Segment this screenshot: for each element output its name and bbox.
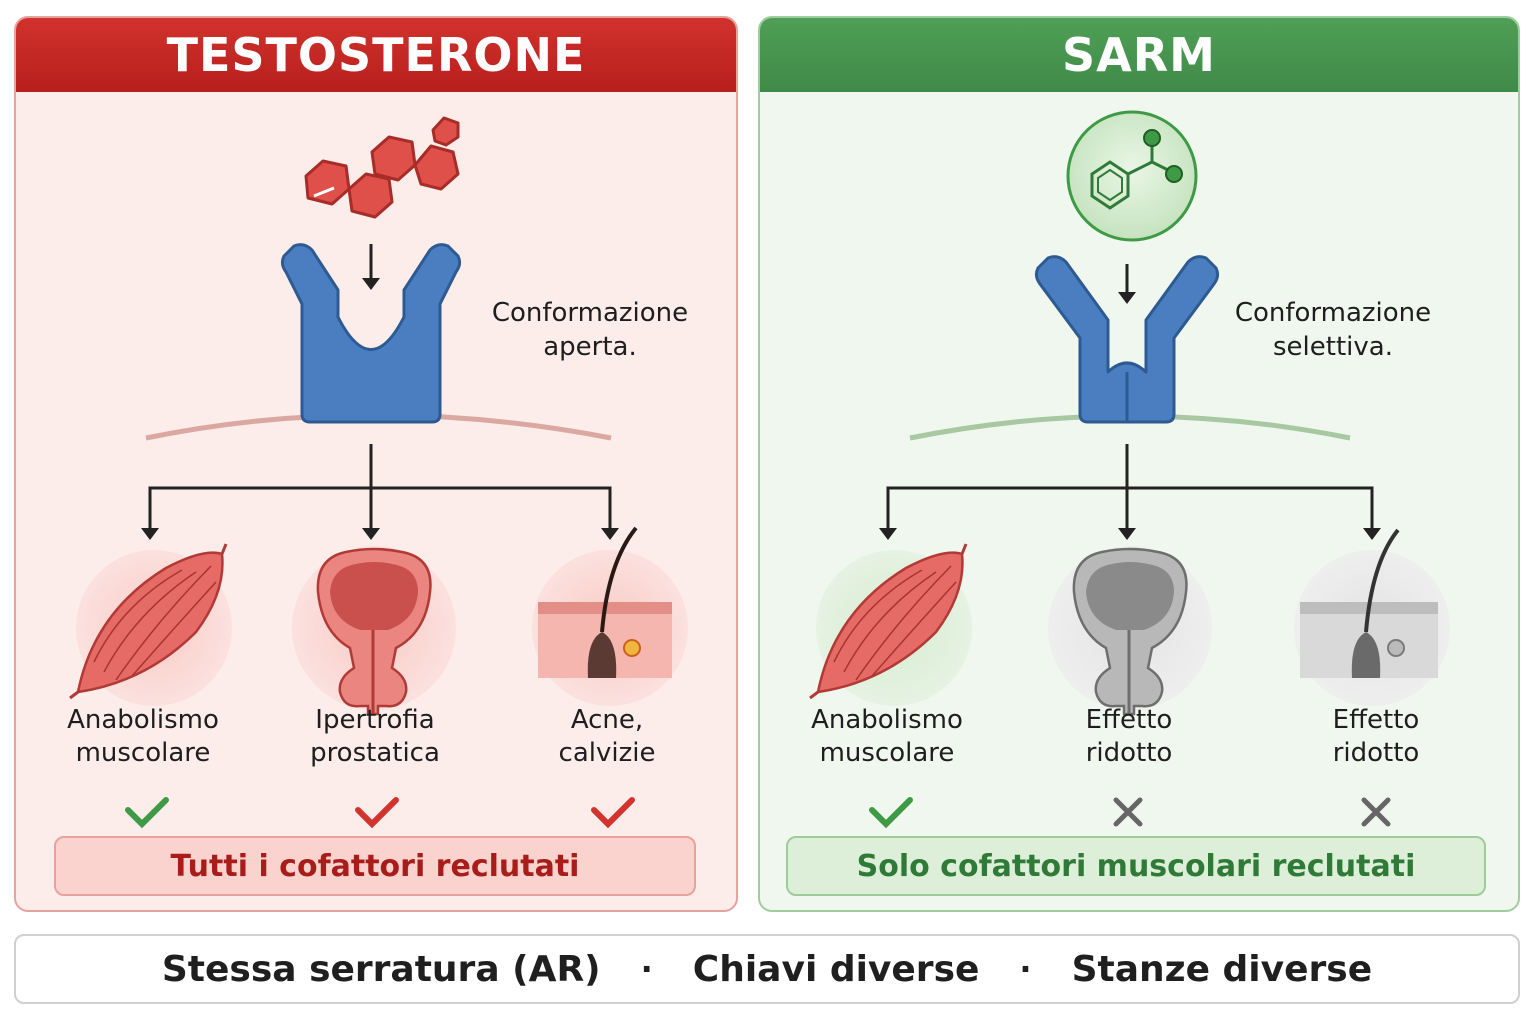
prostate-icon (316, 547, 432, 716)
conformation-label: Conformazione selettiva. (1234, 298, 1432, 362)
effect-label: Acne, calvizie (558, 705, 656, 768)
receptor-selective-icon (1034, 255, 1220, 424)
footer-separator: · (640, 950, 653, 988)
skin-hair-reduced-icon (1300, 528, 1438, 678)
check-icon (869, 797, 913, 829)
footer-part-lock: Stessa serratura (AR) (161, 948, 601, 990)
sarm-title: SARM (760, 18, 1518, 92)
skin-hair-icon (538, 526, 672, 678)
effect-label: Ipertrofia prostatica (310, 705, 440, 768)
sarm-molecule-icon (1066, 110, 1198, 242)
effect-label: Anabolismo muscolare (811, 705, 963, 768)
binding-arrow (362, 244, 380, 290)
footer-separator: · (1019, 950, 1032, 988)
check-icon (125, 797, 169, 829)
testosterone-molecule-icon (304, 116, 460, 219)
cofactors-box: Solo cofattori muscolari reclutati (786, 836, 1486, 896)
branch-arrows (148, 444, 612, 530)
cross-icon (1113, 797, 1143, 827)
effect-label: Anabolismo muscolare (67, 705, 219, 768)
receptor-open-icon (280, 243, 462, 424)
effect-label: Effetto ridotto (1085, 705, 1173, 768)
muscle-icon (809, 543, 968, 700)
testosterone-diagram (69, 116, 688, 829)
check-icon (591, 797, 635, 829)
prostate-reduced-icon (1072, 547, 1188, 716)
sarm-diagram (809, 110, 1450, 829)
effect-label: Effetto ridotto (1332, 705, 1420, 768)
cofactors-box: Tutti i cofattori reclutati (54, 836, 696, 896)
cross-icon (1361, 797, 1391, 827)
muscle-icon (69, 543, 228, 700)
footer-part-keys: Chiavi diverse (692, 948, 980, 990)
footer-part-rooms: Stanze diverse (1071, 948, 1373, 990)
binding-arrow (1118, 264, 1136, 304)
branch-arrows (886, 444, 1374, 530)
testosterone-title: TESTOSTERONE (16, 18, 736, 92)
check-icon (355, 797, 399, 829)
conformation-label: Conformazione aperta. (491, 298, 689, 362)
testosterone-panel: TESTOSTERONE (14, 16, 738, 912)
summary-footer: Stessa serratura (AR) · Chiavi diverse ·… (14, 934, 1520, 1004)
sarm-panel: SARM (758, 16, 1520, 912)
